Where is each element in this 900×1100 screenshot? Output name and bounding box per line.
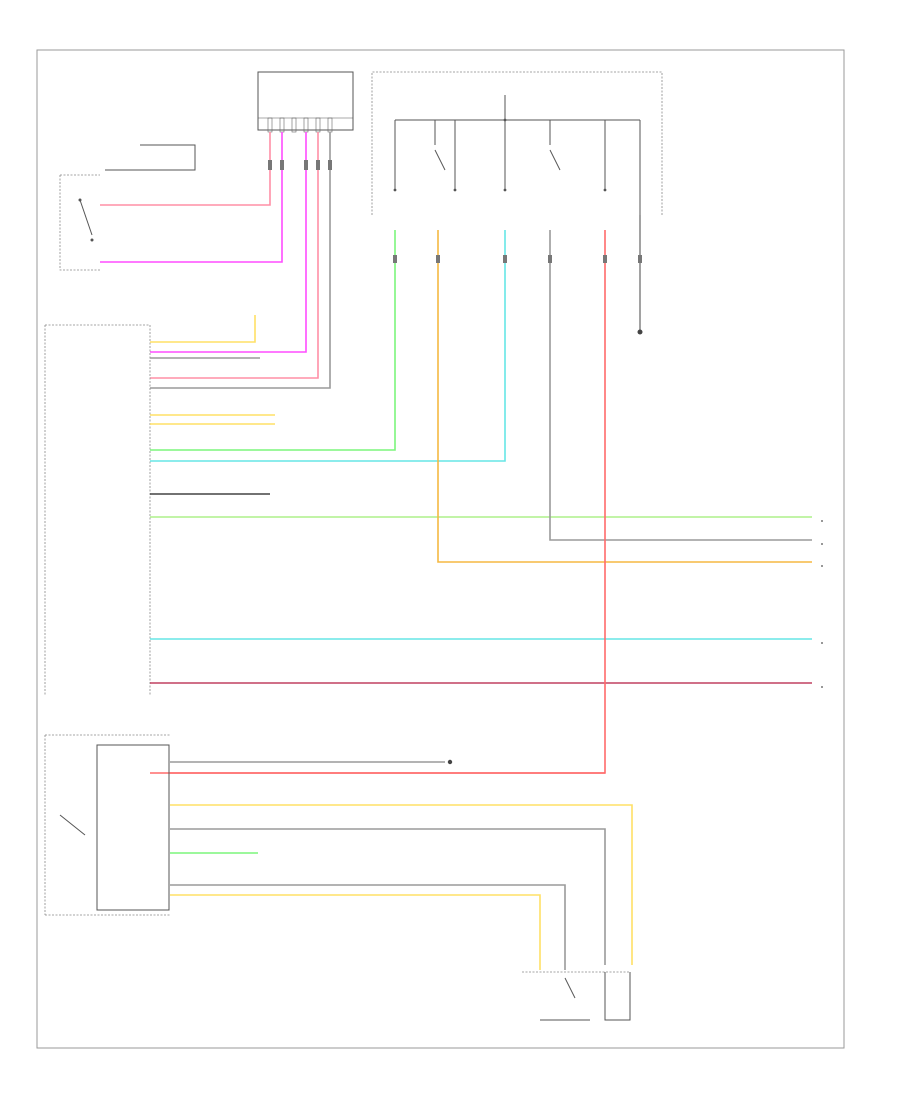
ground-symbol-top	[637, 215, 643, 335]
diagram-frame	[36, 49, 845, 1049]
top-right-module	[371, 71, 663, 215]
edge-markers	[821, 520, 823, 688]
left-door-switch	[59, 144, 196, 271]
top-left-wires	[100, 132, 331, 389]
top-junction-box	[257, 71, 354, 133]
bottom-switch	[522, 971, 631, 1021]
connector-markers	[268, 160, 642, 263]
bcm-wires	[150, 230, 812, 684]
lower-module-wires	[170, 761, 633, 970]
lower-control-module	[44, 734, 170, 916]
ground-symbol-lower	[447, 759, 453, 765]
top-right-drop-wires	[150, 230, 812, 774]
body-control-module	[44, 324, 151, 695]
